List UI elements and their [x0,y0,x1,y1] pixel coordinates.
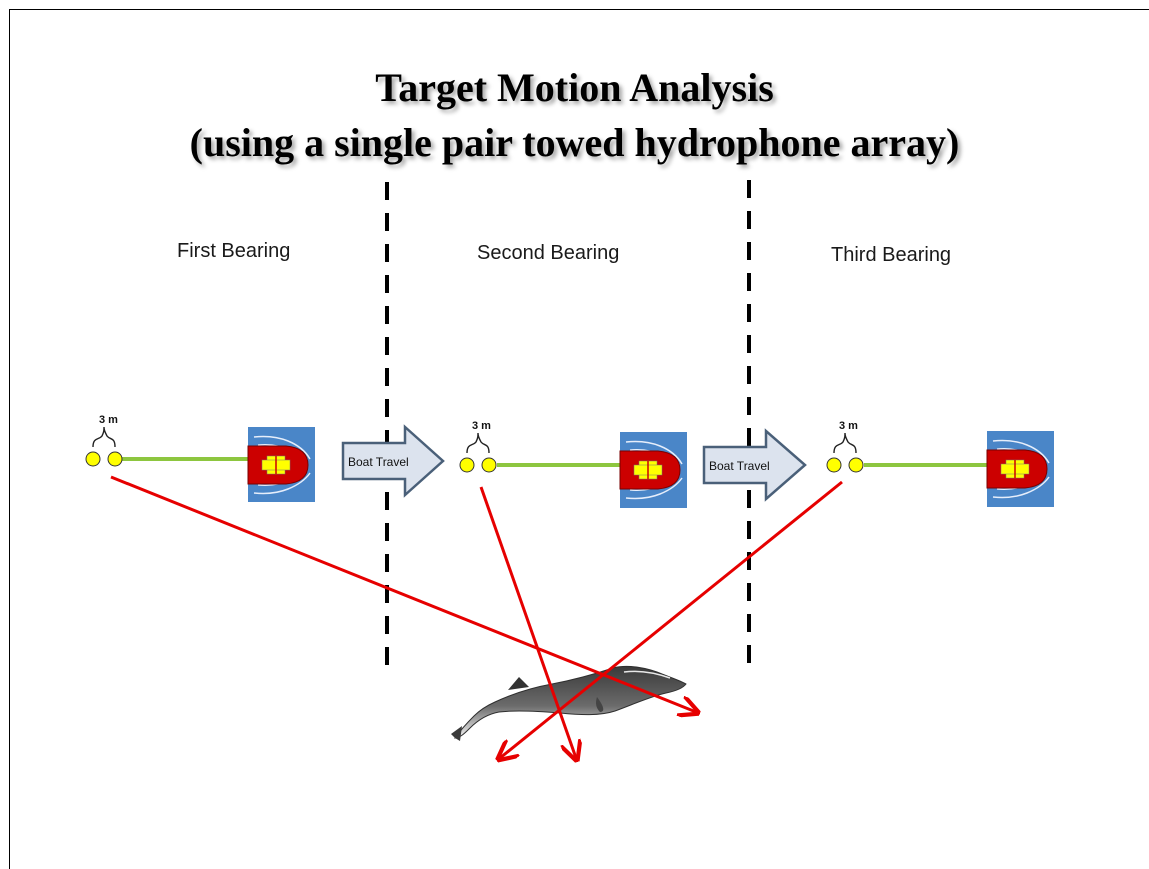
spacing-brace [92,426,116,448]
title-line-2: (using a single pair towed hydrophone ar… [189,120,960,165]
towed-array-third: 3 m [826,420,1054,507]
hydrophone-icon [826,457,842,473]
spacing-label: 3 m [472,420,491,432]
phase-label-third: Third Bearing [831,244,952,266]
hydrophone-icon [107,451,123,467]
boat-icon [986,431,1054,507]
phase-label-second: Second Bearing [477,242,620,264]
towed-array-first: 3 m [85,414,315,502]
title-line-1: Target Motion Analysis [375,65,774,110]
boat-travel-label: Boat Travel [348,455,409,469]
boat-icon [619,432,687,508]
slide-border-left [9,9,10,869]
hydrophone-icon [459,457,475,473]
hydrophone-icon [481,457,497,473]
spacing-brace [833,432,857,454]
bearing-line-second [479,486,576,758]
hydrophone-icon [85,451,101,467]
towed-array-second: 3 m [459,420,687,508]
spacing-brace [466,432,490,454]
hydrophone-icon [848,457,864,473]
spacing-label: 3 m [839,420,858,432]
boat-icon [247,427,315,502]
boat-travel-arrow-1: Boat Travel [341,424,445,498]
boat-travel-arrow-2: Boat Travel [702,428,807,502]
spacing-label: 3 m [99,414,118,426]
bearing-line-third [500,480,843,758]
bearing-line-first [110,475,696,712]
slide-border-top [9,9,1149,10]
phase-label-first: First Bearing [177,240,291,262]
boat-travel-label: Boat Travel [709,459,770,473]
